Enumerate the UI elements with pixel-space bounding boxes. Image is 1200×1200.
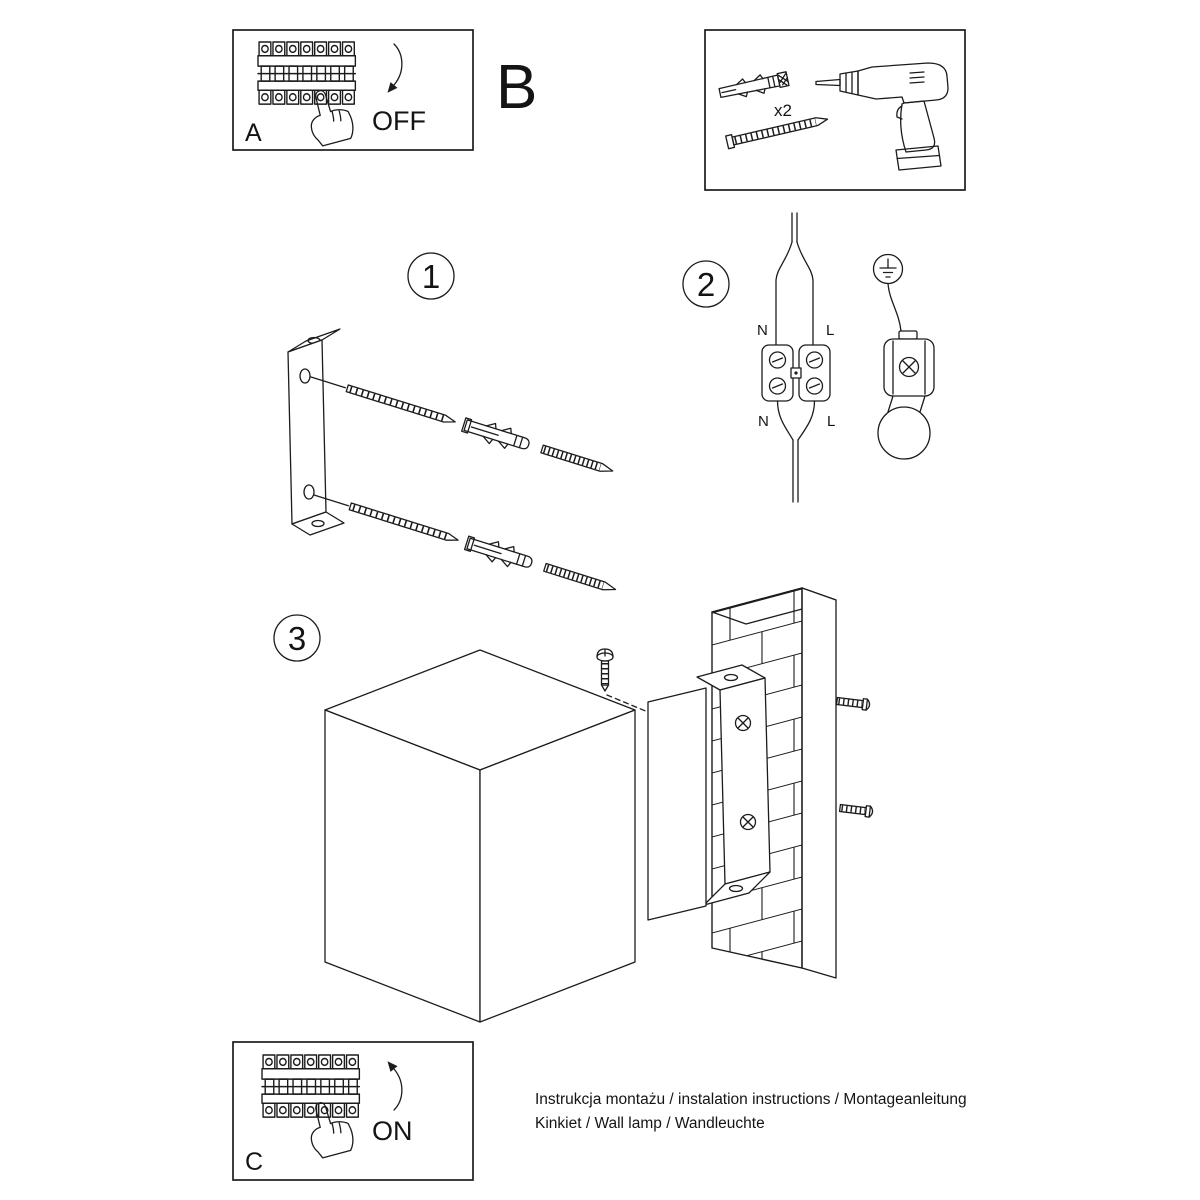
step-2: 2 N L N L	[682, 212, 935, 503]
panel-c-frame	[232, 1041, 474, 1181]
step-1-label: 1	[422, 258, 440, 295]
protruding-screw	[836, 696, 870, 711]
wire-label-l-top: L	[826, 322, 834, 339]
cable-connector	[877, 282, 935, 460]
wall-plug	[718, 71, 790, 99]
step-3: 3	[273, 587, 873, 1023]
off-label: OFF	[372, 106, 426, 136]
panel-a-label: A	[245, 119, 262, 147]
wire-label-l-bottom: L	[827, 413, 835, 430]
screw-anchor-assembly	[311, 485, 619, 600]
footer-line1: Instrukcja montażu / instalation instruc…	[535, 1091, 967, 1108]
supply-cable-bottom	[776, 400, 816, 503]
panel-a: OFF A	[232, 29, 474, 151]
panel-a-frame	[232, 29, 474, 151]
wire-label-n-bottom: N	[758, 413, 769, 430]
power-drill	[815, 62, 949, 171]
section-b-label: B	[496, 53, 537, 122]
parts-box-frame	[704, 29, 966, 191]
step-2-badge: 2	[682, 260, 730, 308]
fixing-screw	[596, 648, 614, 692]
terminal-block	[761, 344, 831, 402]
assembly-guide-line	[606, 694, 649, 713]
step-3-label: 3	[288, 620, 306, 657]
panel-c: ON C	[232, 1041, 474, 1181]
footer: Instrukcja montażu / instalation instruc…	[535, 1091, 967, 1132]
bracket-screw	[734, 714, 752, 732]
wire-label-n-top: N	[757, 322, 768, 339]
circuit-breaker	[258, 42, 355, 104]
lamp-cube	[324, 649, 636, 1023]
panel-c-label: C	[245, 1148, 263, 1176]
mounting-bracket	[287, 328, 345, 536]
footer-line2: Kinkiet / Wall lamp / Wandleuchte	[535, 1115, 765, 1132]
qty-label: x2	[774, 101, 792, 120]
circuit-breaker	[262, 1055, 359, 1117]
step-2-label: 2	[697, 266, 715, 303]
mounting-screw	[725, 117, 829, 150]
off-arrow-icon	[386, 43, 403, 94]
protruding-screw	[839, 803, 873, 818]
step-1: 1	[287, 252, 619, 600]
wall-bracket	[696, 664, 771, 906]
back-plate	[647, 687, 707, 921]
step-1-badge: 1	[407, 252, 455, 300]
supply-cable-top	[775, 212, 814, 346]
on-label: ON	[372, 1116, 413, 1146]
step-3-badge: 3	[273, 614, 321, 662]
earth-symbol	[872, 253, 904, 285]
parts-box: x2	[704, 29, 966, 191]
on-arrow-icon	[386, 1060, 403, 1111]
screw-anchor-assembly	[308, 367, 616, 481]
bracket-screw	[739, 813, 757, 831]
